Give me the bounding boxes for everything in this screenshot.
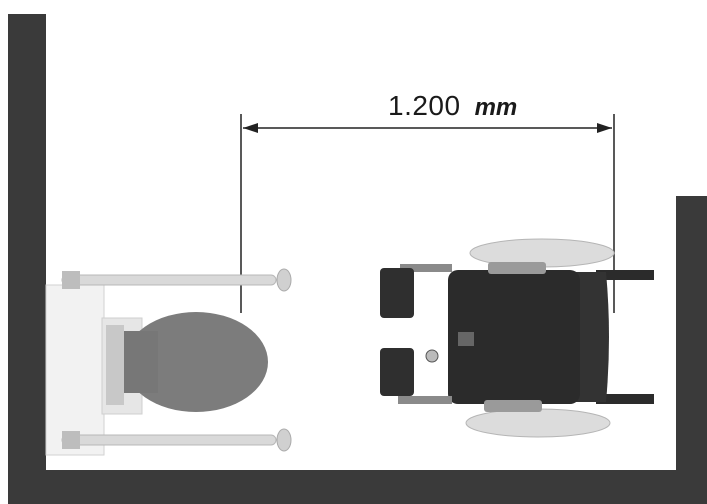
dimension-arrow-left — [243, 123, 258, 133]
wheelchair-armrest-bottom — [484, 400, 542, 412]
toilet — [45, 284, 268, 456]
grab-bars — [61, 268, 292, 452]
wheelchair-frame-bottom — [398, 396, 452, 404]
wheelchair-armrest-top — [488, 262, 546, 274]
left-wall — [8, 14, 46, 504]
wheelchair — [380, 238, 654, 438]
wheelchair-push-handle-bottom — [596, 394, 654, 404]
walls — [8, 14, 707, 504]
bottom-wall — [8, 470, 707, 504]
right-wall — [676, 196, 707, 504]
wheelchair-wheel-bottom — [465, 408, 611, 438]
wheelchair-frame-top — [400, 264, 452, 272]
wheelchair-seat — [448, 270, 580, 404]
grab-bar-top — [61, 274, 277, 286]
wheelchair-footrest-bottom — [380, 348, 414, 396]
wheelchair-brake — [458, 332, 474, 346]
toilet-seat — [124, 312, 268, 412]
grab-bar-bottom-end — [276, 428, 292, 452]
toilet-tank — [45, 284, 105, 456]
wheelchair-footrest-top — [380, 268, 414, 318]
toilet-hinge — [106, 325, 124, 405]
grab-bar-top-mount — [62, 271, 80, 289]
toilet-seat-back — [124, 331, 158, 393]
grab-bar-top-end — [276, 268, 292, 292]
wheelchair-caster — [425, 349, 439, 363]
grab-bar-bottom-mount — [62, 431, 80, 449]
dimension-value: 1.200 — [388, 90, 461, 121]
dimension-unit: mm — [474, 94, 518, 121]
wheelchair-push-handle-top — [596, 270, 654, 280]
dimension-arrow-right — [597, 123, 612, 133]
dimension-label: 1.200 mm — [388, 92, 517, 120]
grab-bar-bottom — [61, 434, 277, 446]
